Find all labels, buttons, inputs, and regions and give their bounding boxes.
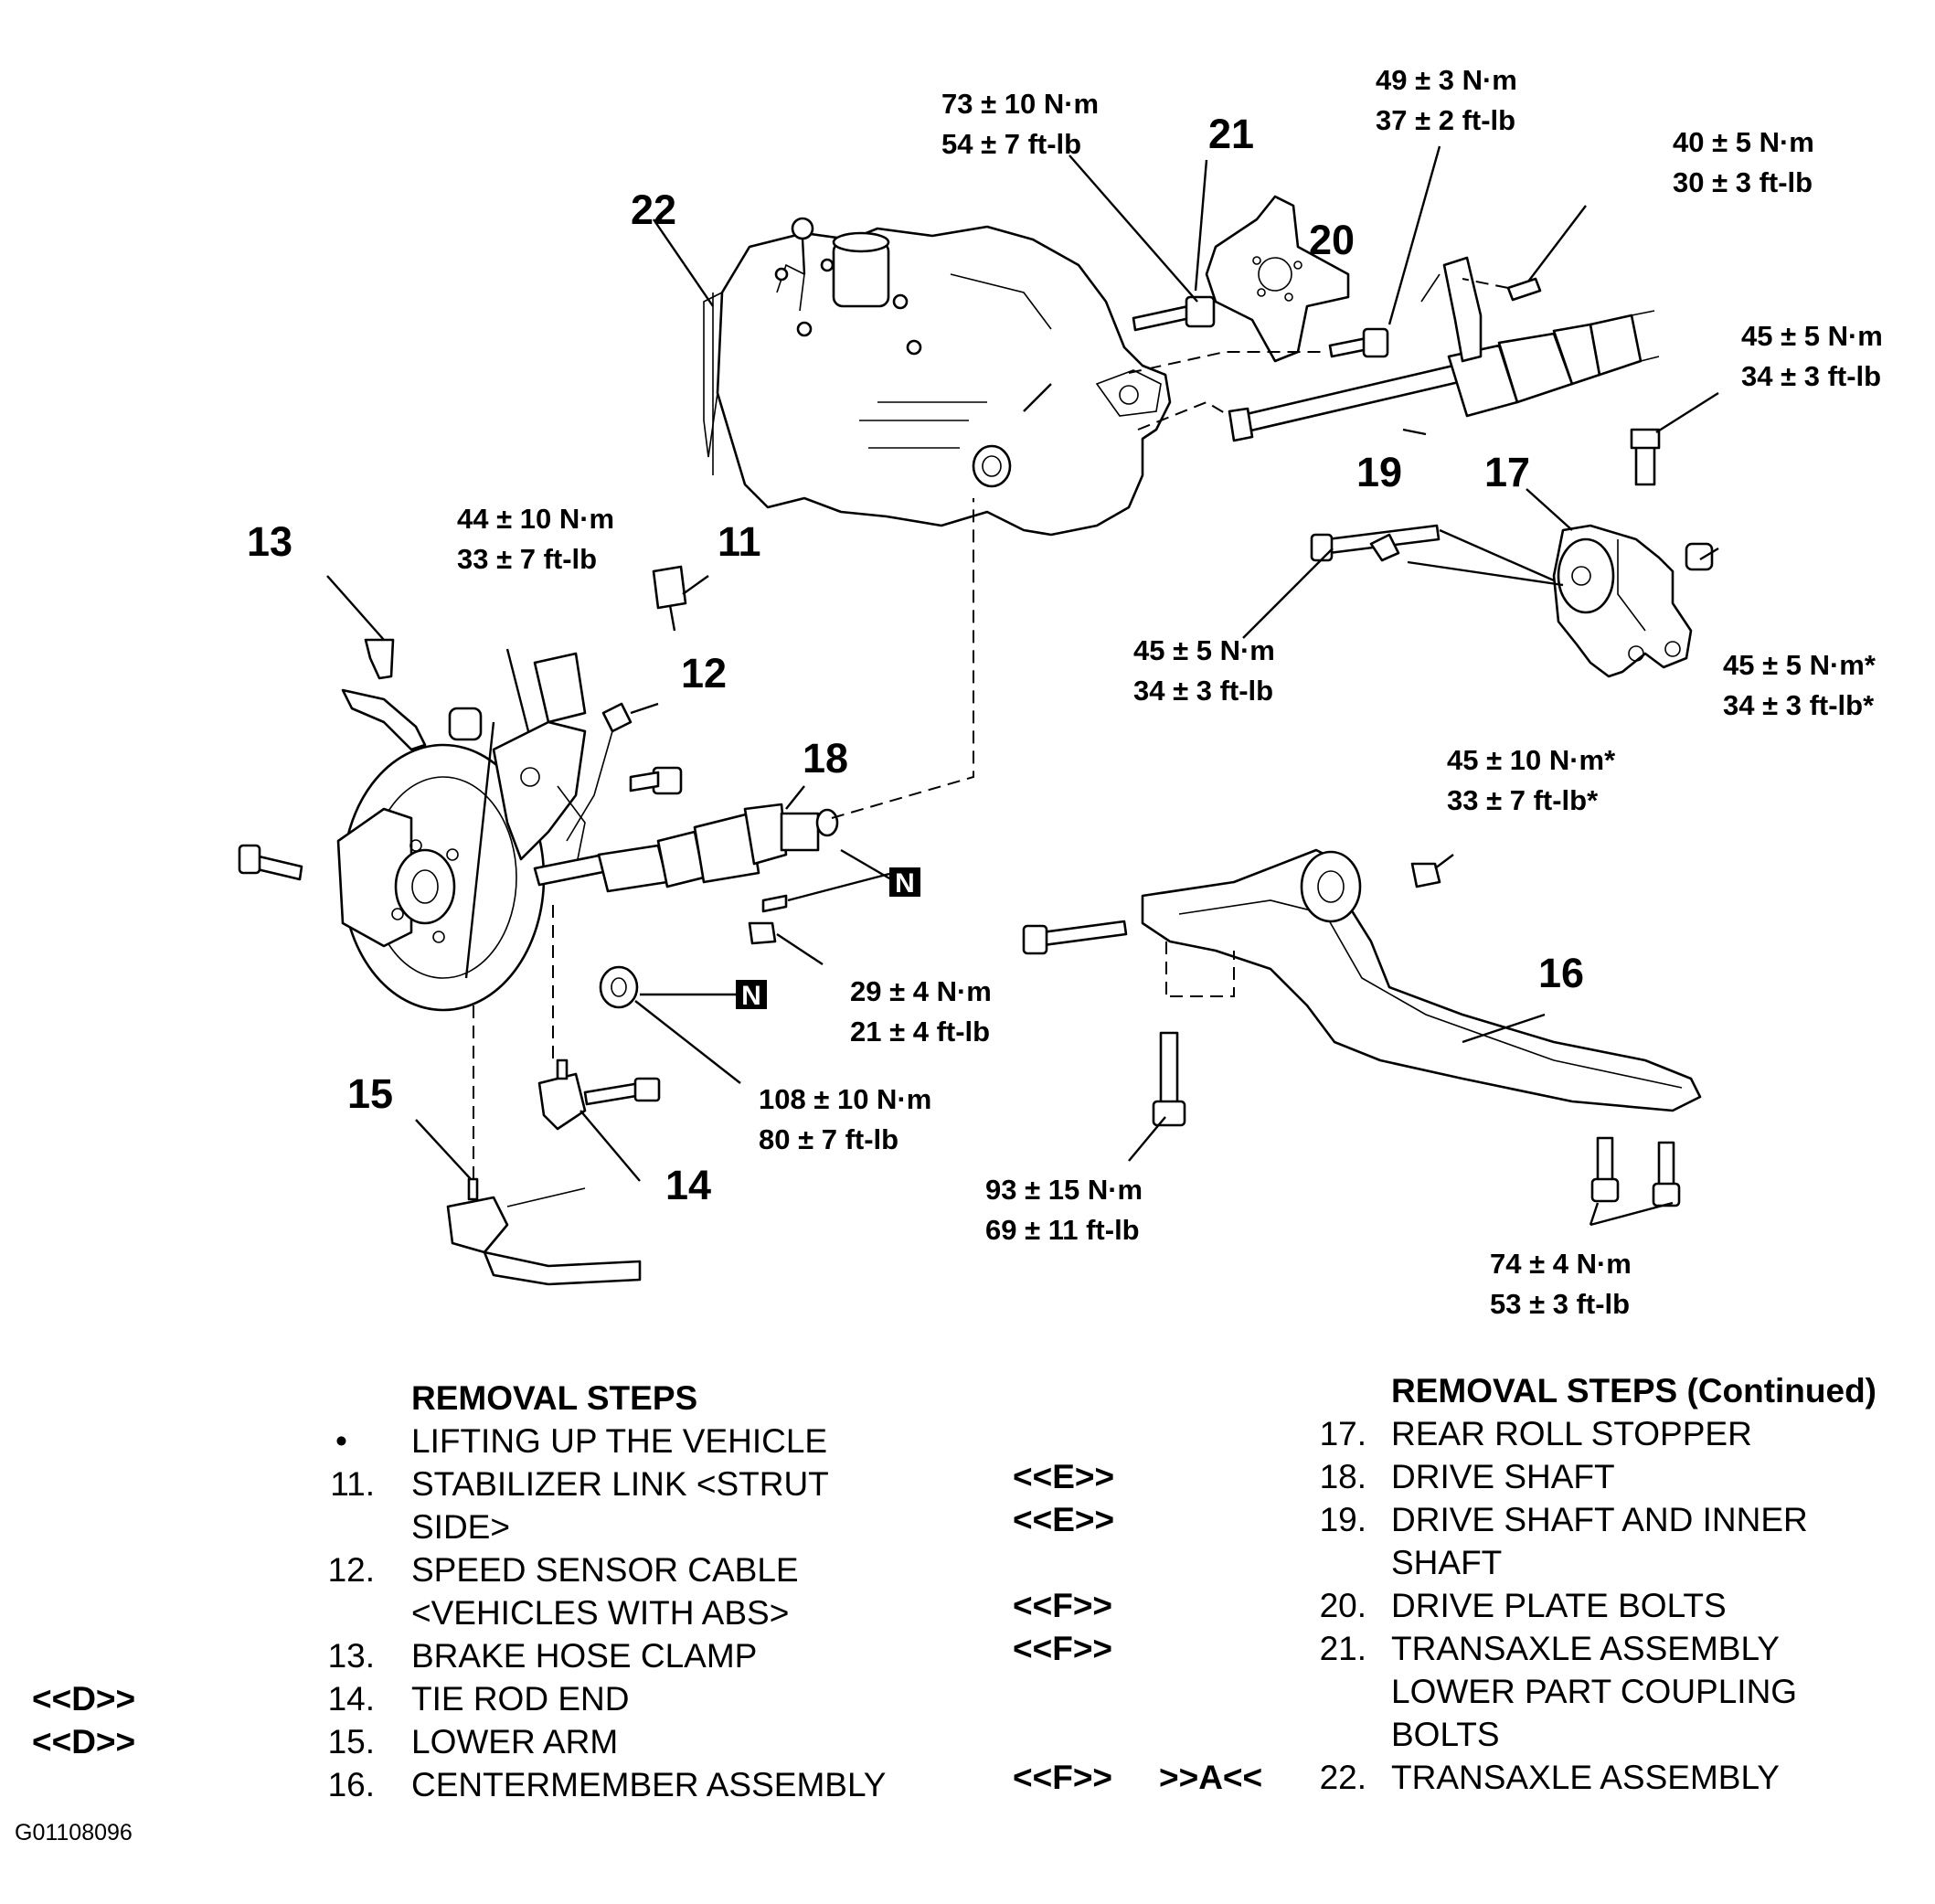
stabilizer-link [448, 565, 687, 741]
drive-shaft-inner [1228, 256, 1660, 442]
guide-line [831, 498, 974, 819]
brake-hose-clamp [341, 638, 427, 751]
callout-21: 21 [1208, 111, 1254, 157]
callout-13: 13 [247, 518, 292, 565]
svg-text:N: N [741, 981, 761, 1011]
callout-16: 16 [1538, 950, 1584, 996]
callout-15: 15 [347, 1070, 393, 1117]
figure-id: G01108096 [15, 1820, 133, 1845]
tie-rod-end [537, 1058, 661, 1131]
removal-steps-continued-heading: REMOVAL STEPS (Continued) [1391, 1372, 1877, 1409]
bolt-40 [1506, 277, 1542, 302]
callout-18: 18 [803, 735, 848, 782]
n-mark-2: N [736, 980, 767, 1011]
castle-nut [748, 894, 788, 945]
bolt-20 [1328, 327, 1389, 358]
hub-nut [599, 965, 639, 1009]
callout-22: 22 [631, 186, 676, 233]
transaxle-assembly [703, 217, 1172, 537]
front-hub-brake [238, 743, 546, 1012]
drive-plate [1205, 195, 1350, 363]
callout-20: 20 [1309, 217, 1355, 263]
guide-line [1128, 351, 1325, 374]
torque-45-stopper-nut: 45 ± 5 N·m*34 ± 3 ft-lb* [1723, 649, 1877, 721]
callout-14: 14 [665, 1162, 711, 1208]
n-mark-1: N [889, 867, 920, 899]
lower-arm [446, 1177, 642, 1286]
bolt-21 [1132, 295, 1216, 332]
callout-19: 19 [1356, 449, 1402, 495]
strut-knuckle [492, 652, 683, 869]
svg-text:N: N [895, 868, 915, 899]
drive-shaft-18 [533, 803, 839, 893]
guide-line [1462, 278, 1509, 289]
removal-steps-heading: REMOVAL STEPS [411, 1379, 698, 1417]
guide-line [1137, 400, 1230, 431]
leader-lines [326, 145, 1719, 1227]
callout-17: 17 [1484, 449, 1530, 495]
callout-11: 11 [718, 518, 761, 565]
torque-45-centermember-nut: 45 ± 10 N·m*33 ± 7 ft-lb* [1447, 744, 1616, 816]
centermember-assembly [1022, 848, 1702, 1207]
callout-12: 12 [681, 650, 727, 697]
